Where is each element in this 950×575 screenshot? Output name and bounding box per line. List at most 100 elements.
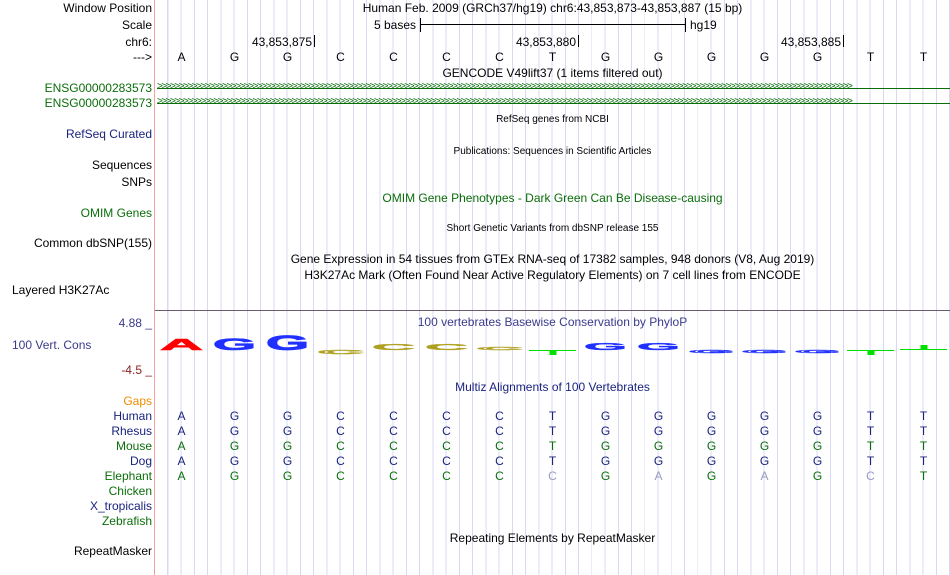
base: G: [759, 50, 770, 64]
label-chrom: chr6:: [125, 35, 152, 49]
label-window-position: Window Position: [63, 1, 152, 15]
base: A: [177, 469, 186, 483]
species-label[interactable]: Chicken: [108, 484, 152, 498]
label-refseq[interactable]: RefSeq Curated: [65, 127, 152, 141]
assembly-label: hg19: [690, 18, 717, 32]
base: C: [389, 469, 398, 483]
base: T: [919, 424, 928, 438]
species-label[interactable]: Human: [113, 409, 152, 423]
gene-feature-2[interactable]: >>>>>>>>>>>>>>>>>>>>>>>>>>>>>>>>>>>>>>>>…: [157, 96, 950, 110]
conservation-bar: [920, 345, 928, 350]
base: C: [336, 424, 345, 438]
gene-label-2[interactable]: ENSG00000283573: [44, 96, 152, 110]
base: G: [229, 409, 240, 423]
base: G: [812, 50, 823, 64]
base: G: [812, 409, 823, 423]
base: C: [336, 439, 345, 453]
base: G: [653, 454, 664, 468]
base: G: [812, 454, 823, 468]
base: G: [706, 409, 717, 423]
species-label[interactable]: Dog: [129, 454, 152, 468]
base: C: [866, 469, 875, 483]
omim-title: OMIM Gene Phenotypes - Dark Green Can Be…: [382, 191, 723, 205]
base: G: [706, 469, 717, 483]
gene-label-1[interactable]: ENSG00000283573: [44, 81, 152, 95]
base: C: [442, 469, 451, 483]
base: T: [919, 50, 928, 64]
base: C: [336, 50, 345, 64]
base: G: [229, 469, 240, 483]
base: T: [548, 409, 557, 423]
base: G: [653, 409, 664, 423]
label-repeatmasker[interactable]: RepeatMasker: [73, 544, 152, 558]
base: T: [548, 424, 557, 438]
base: G: [812, 424, 823, 438]
species-label[interactable]: Rhesus: [111, 424, 152, 438]
conservation-letter: G: [796, 350, 839, 354]
base: G: [282, 469, 293, 483]
base: G: [706, 439, 717, 453]
multiz-title: Multiz Alignments of 100 Vertebrates: [455, 380, 650, 394]
base: A: [654, 469, 663, 483]
label-cons[interactable]: 100 Vert. Cons: [12, 338, 92, 352]
base: A: [177, 50, 186, 64]
refseq-title: RefSeq genes from NCBI: [496, 114, 609, 125]
base: G: [759, 409, 770, 423]
base: C: [548, 469, 557, 483]
conservation-letter: G: [637, 341, 680, 352]
species-label[interactable]: Mouse: [115, 439, 152, 453]
base: G: [282, 50, 293, 64]
label-sequences[interactable]: Sequences: [91, 158, 152, 172]
position-tick-label: 43,853,875: [251, 35, 312, 49]
phylop-title: 100 vertebrates Basewise Conservation by…: [417, 315, 688, 329]
pubs-title: Publications: Sequences in Scientific Ar…: [453, 146, 652, 157]
base: G: [229, 439, 240, 453]
base: T: [866, 454, 875, 468]
gene-feature-1[interactable]: >>>>>>>>>>>>>>>>>>>>>>>>>>>>>>>>>>>>>>>>…: [157, 81, 950, 95]
position-tick-label: 43,853,880: [515, 35, 576, 49]
base: C: [495, 424, 504, 438]
base: C: [336, 469, 345, 483]
conservation-letter: G: [743, 350, 786, 354]
cons-max-label: 4.88 _: [118, 316, 152, 330]
base: G: [600, 454, 611, 468]
base: A: [760, 469, 769, 483]
base: G: [706, 454, 717, 468]
conservation-letter: G: [213, 336, 256, 354]
base: T: [548, 439, 557, 453]
base: C: [442, 424, 451, 438]
base: C: [495, 439, 504, 453]
label-h3k27ac[interactable]: Layered H3K27Ac: [12, 283, 110, 297]
label-omim[interactable]: OMIM Genes: [80, 206, 152, 220]
base: G: [600, 409, 611, 423]
species-label[interactable]: X_tropicalis: [89, 499, 152, 513]
conservation-letter: C: [425, 343, 471, 352]
position-tick: [314, 35, 315, 47]
scale-label: 5 bases: [373, 18, 416, 32]
snp-title: Short Genetic Variants from dbSNP releas…: [446, 223, 659, 234]
base: G: [759, 439, 770, 453]
base: C: [442, 439, 451, 453]
scale-bar: [420, 18, 686, 32]
species-label[interactable]: Elephant: [104, 469, 152, 483]
species-label[interactable]: Zebrafish: [101, 514, 152, 528]
base: T: [548, 50, 557, 64]
base: T: [919, 454, 928, 468]
base: G: [759, 424, 770, 438]
label-snps[interactable]: SNPs: [121, 175, 152, 189]
base: T: [919, 469, 928, 483]
base: C: [442, 409, 451, 423]
base: G: [282, 424, 293, 438]
cons-min-label: -4.5 _: [121, 363, 152, 377]
conservation-letter: G: [690, 350, 733, 354]
base: T: [866, 50, 875, 64]
label-dbsnp[interactable]: Common dbSNP(155): [33, 236, 152, 250]
position-title: Human Feb. 2009 (GRCh37/hg19) chr6:43,85…: [362, 1, 743, 15]
h3k27ac-baseline: [155, 310, 950, 311]
base: C: [389, 50, 398, 64]
